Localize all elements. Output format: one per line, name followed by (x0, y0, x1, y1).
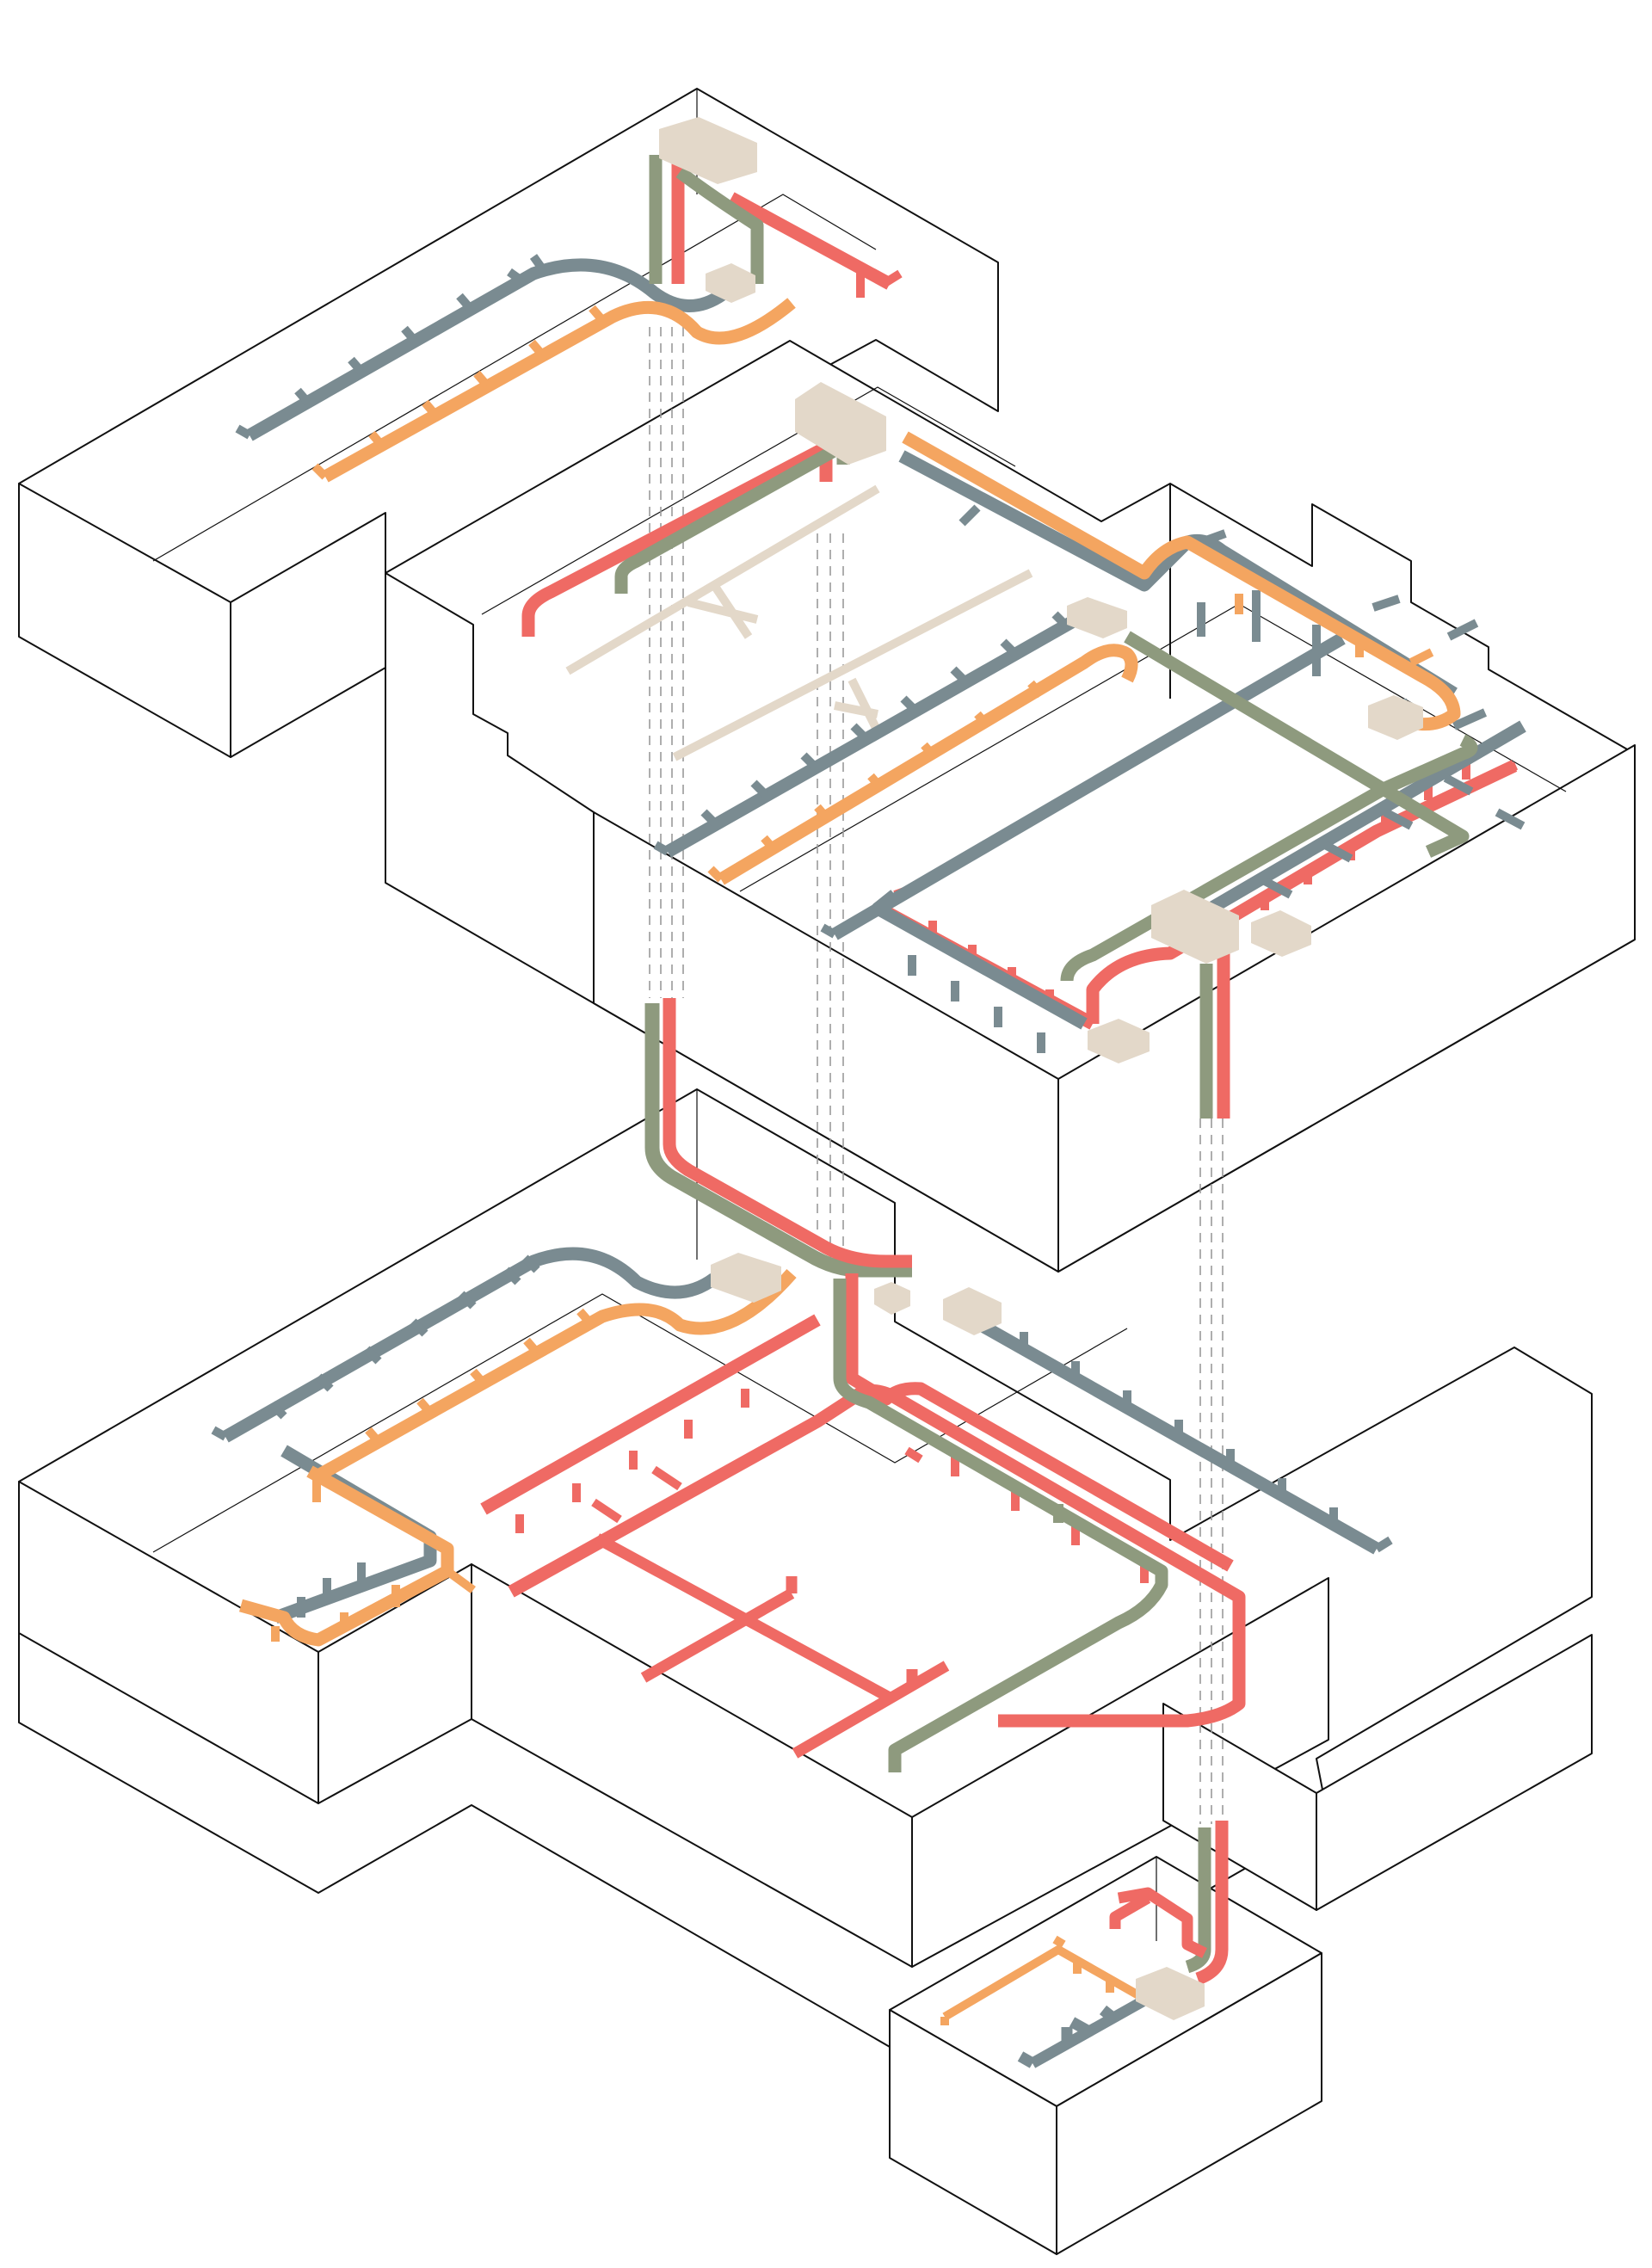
middle-level-step-face (385, 572, 595, 1004)
return-duct-branches (820, 773, 1526, 1053)
exhaust-duct (238, 1269, 797, 1647)
supply-duct (845, 1273, 1234, 1572)
supply-duct (663, 998, 912, 1268)
basement-level-ductwork (940, 1887, 1207, 2068)
upper-level-ductwork (235, 155, 903, 483)
return-duct (246, 258, 727, 441)
building-outlines (18, 88, 1636, 2255)
riser-duct (649, 155, 764, 284)
air-handling-unit (874, 1282, 910, 1315)
basement-level-equipment (1136, 1967, 1205, 2020)
air-handling-unit (1067, 597, 1127, 638)
riser-duct (644, 1003, 912, 1278)
air-handling-unit (706, 263, 755, 303)
return-duct (1017, 1988, 1162, 2068)
upper-level-equipment (659, 117, 757, 303)
exhaust-duct-branches (707, 594, 1434, 883)
air-handling-unit (1088, 1019, 1150, 1063)
middle-level-mass (385, 340, 1636, 1273)
basement-level-right-face (1056, 1952, 1322, 2255)
middle-level-inner-line (481, 386, 1016, 615)
upper-level-floor-line (152, 194, 877, 562)
riser-duct (833, 1279, 1168, 1772)
lower-level-ductwork (211, 1247, 1393, 1772)
air-handling-unit (1368, 695, 1423, 740)
air-handling-unit (711, 1253, 781, 1303)
middle-level-right-face (1057, 744, 1636, 1273)
air-handling-unit (659, 117, 757, 184)
alignment-lines (649, 327, 1224, 1824)
exhaust-duct-branches (311, 305, 606, 480)
supply-duct (521, 441, 833, 637)
exhaust-duct (940, 1935, 1149, 2025)
supply-duct-branches (515, 1389, 1149, 1583)
return-duct-branches (235, 254, 546, 440)
supply-duct-branches (856, 268, 903, 298)
supply-duct (594, 1533, 950, 1759)
main-riser (644, 998, 912, 1278)
air-handling-unit (1251, 910, 1311, 957)
exhaust-duct-branches (271, 1308, 594, 1642)
supply-duct (1109, 1887, 1207, 1958)
return-duct-branches (211, 1254, 540, 1618)
exhaust-duct (322, 298, 796, 483)
middle-level-ductwork (521, 431, 1526, 1119)
existing-duct-faded (565, 484, 1033, 761)
air-handling-unit (943, 1287, 1002, 1335)
air-handling-unit (795, 382, 886, 465)
supply-duct (1195, 1821, 1229, 1986)
lower-level-front-face (911, 1577, 1329, 1968)
lower-level-east-front-face (1316, 1634, 1593, 1911)
exhaust-duct (718, 431, 1461, 885)
return-duct-branches (1020, 1332, 1393, 1553)
lower-level-equipment (711, 1253, 1002, 1335)
air-handling-unit (1136, 1967, 1205, 2020)
lower-level-courtyard-line (152, 1293, 1128, 1553)
riser-duct (614, 439, 1478, 1119)
middle-level-equipment (795, 382, 1423, 1063)
air-handling-unit (1151, 890, 1239, 964)
